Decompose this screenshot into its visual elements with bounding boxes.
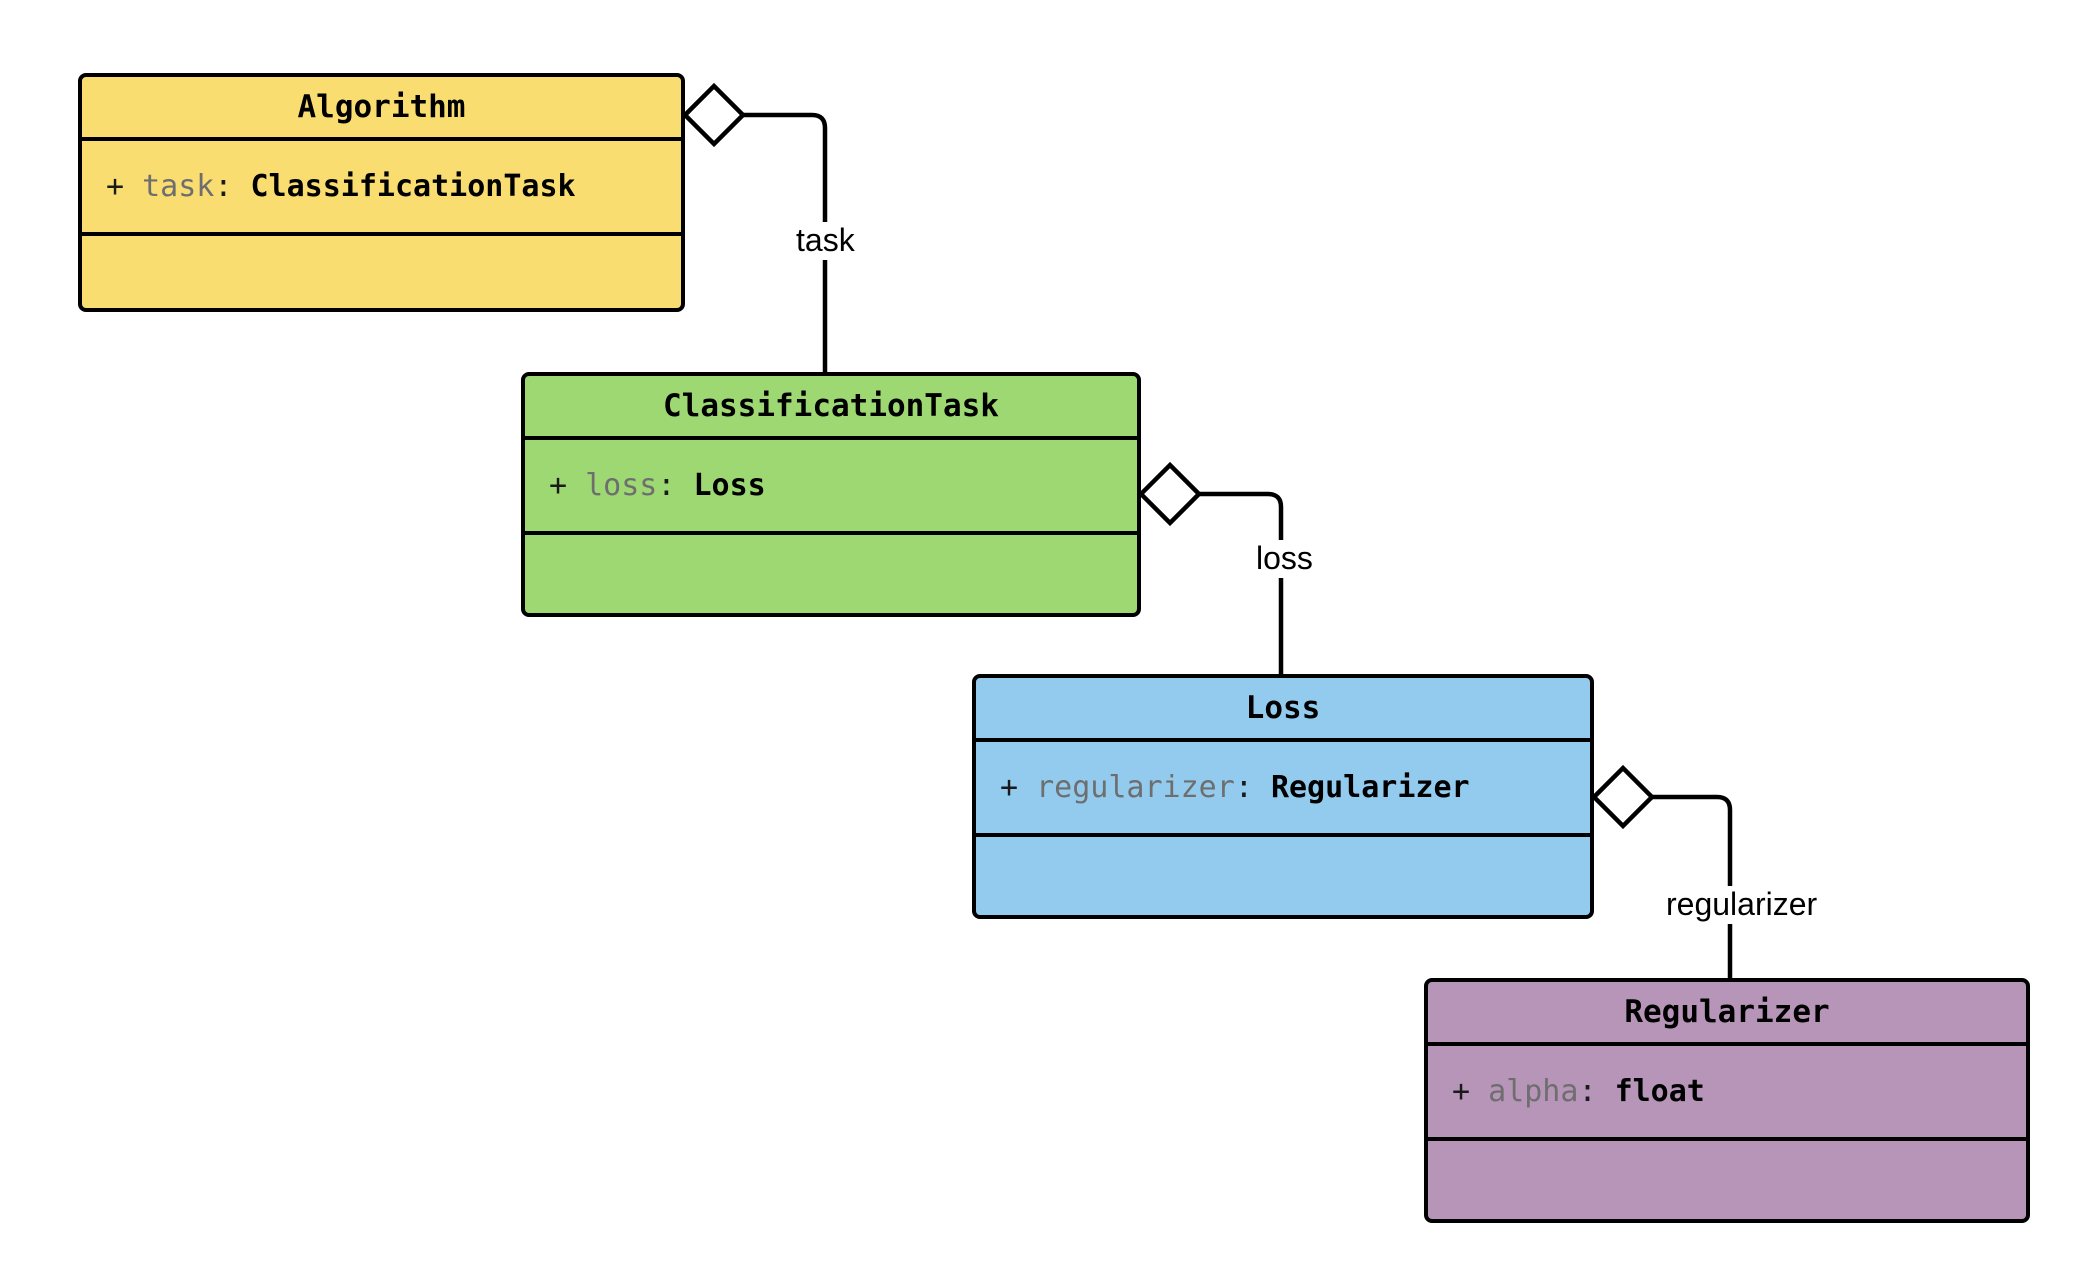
- attribute-separator: :: [1578, 1073, 1597, 1109]
- class-attributes-classificationtask: + loss: Loss: [525, 440, 1137, 535]
- class-box-regularizer[interactable]: Regularizer + alpha: float: [1424, 978, 2030, 1223]
- class-attributes-algorithm: + task: ClassificationTask: [82, 141, 681, 236]
- attribute-name: regularizer: [1036, 769, 1235, 805]
- class-methods-classificationtask: [525, 535, 1137, 613]
- attribute-visibility: +: [1452, 1073, 1471, 1109]
- attribute-name: loss: [585, 467, 658, 503]
- class-title-classificationtask: ClassificationTask: [525, 376, 1137, 440]
- attribute-name: alpha: [1488, 1073, 1579, 1109]
- relationship-label-loss: loss: [1250, 540, 1319, 578]
- attribute-type: Loss: [693, 467, 766, 503]
- attribute-name: task: [142, 168, 215, 204]
- aggregation-diamond-regularizer: [1590, 764, 1656, 830]
- relationship-line-task: [743, 112, 828, 372]
- class-methods-regularizer: [1428, 1141, 2026, 1219]
- attribute-type: float: [1614, 1073, 1705, 1109]
- attribute-visibility: +: [106, 168, 125, 204]
- relationship-line-loss: [1199, 491, 1284, 674]
- attribute-row: + task: ClassificationTask: [106, 168, 681, 206]
- class-title-algorithm: Algorithm: [82, 77, 681, 141]
- attribute-visibility: +: [549, 467, 568, 503]
- attribute-row: + regularizer: Regularizer: [1000, 769, 1590, 807]
- class-title-loss: Loss: [976, 678, 1590, 742]
- attribute-row: + alpha: float: [1452, 1073, 2026, 1111]
- attribute-separator: :: [214, 168, 233, 204]
- attribute-row: + loss: Loss: [549, 467, 1137, 505]
- class-box-loss[interactable]: Loss + regularizer: Regularizer: [972, 674, 1594, 919]
- relationship-label-regularizer: regularizer: [1660, 886, 1824, 924]
- relationship-line-regularizer: [1652, 794, 1733, 978]
- class-box-classificationtask[interactable]: ClassificationTask + loss: Loss: [521, 372, 1141, 617]
- attribute-separator: :: [1234, 769, 1253, 805]
- attribute-separator: :: [657, 467, 676, 503]
- class-box-algorithm[interactable]: Algorithm + task: ClassificationTask: [78, 73, 685, 312]
- class-attributes-loss: + regularizer: Regularizer: [976, 742, 1590, 837]
- attribute-visibility: +: [1000, 769, 1019, 805]
- aggregation-diamond-loss: [1137, 461, 1203, 527]
- attribute-type: Regularizer: [1270, 769, 1470, 805]
- relationship-label-task: task: [790, 222, 861, 260]
- aggregation-diamond-task: [681, 82, 747, 148]
- class-methods-algorithm: [82, 236, 681, 308]
- class-title-regularizer: Regularizer: [1428, 982, 2026, 1046]
- class-attributes-regularizer: + alpha: float: [1428, 1046, 2026, 1141]
- attribute-type: ClassificationTask: [250, 168, 576, 204]
- class-methods-loss: [976, 837, 1590, 915]
